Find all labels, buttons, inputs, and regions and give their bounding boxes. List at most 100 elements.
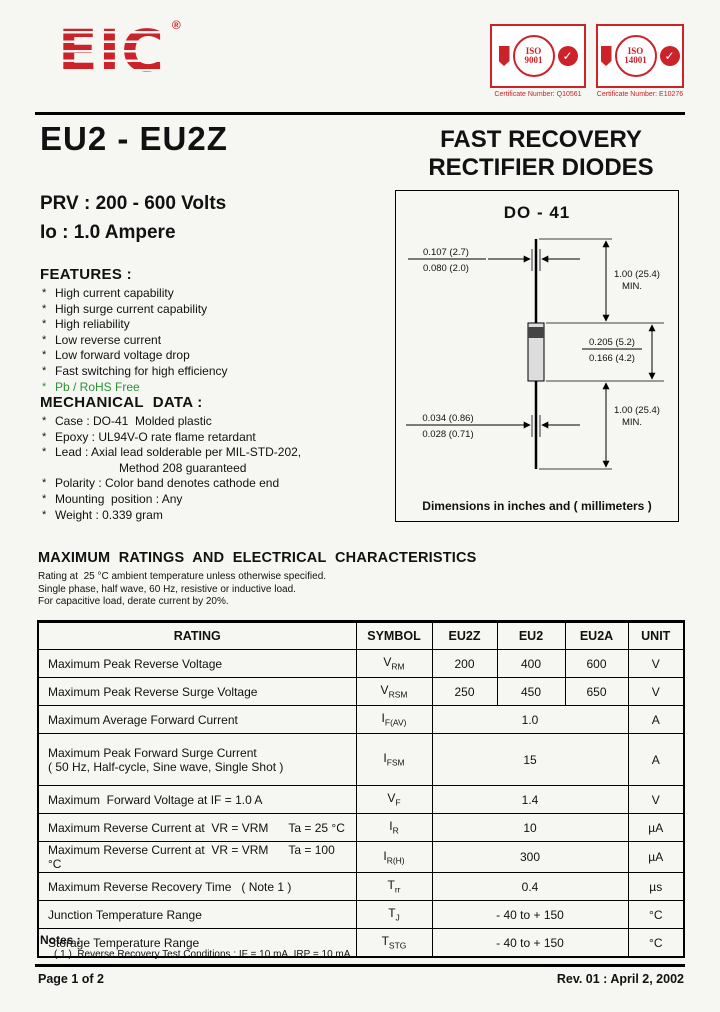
lead-diameter-min-label: 0.028 (0.71) <box>422 429 473 440</box>
product-title-line1: FAST RECOVERY <box>440 126 642 153</box>
unit-cell: V <box>627 677 685 706</box>
iso9001-badge: ISO 9001 ✓ Certificate Number: Q10561 <box>490 24 586 98</box>
symbol-sub: FSM <box>386 757 405 768</box>
prv-spec: PRV : 200 - 600 Volts <box>40 193 227 214</box>
value-cell: 450 <box>496 677 566 706</box>
value-cell: 10 <box>431 813 629 842</box>
feature-text: High surge current capability <box>55 301 208 316</box>
symbol-sub: STG <box>388 940 407 951</box>
feature-item: * High current capability <box>40 286 390 302</box>
col-header-eu2z: EU2Z <box>431 621 498 650</box>
bullet: * <box>42 477 47 490</box>
value-cell: - 40 to + 150 <box>431 928 629 958</box>
iso14001-badge: ISO 14001 ✓ Certificate Number: E10276 <box>596 24 684 98</box>
symbol-main: V <box>387 791 396 806</box>
rating-cell: Junction Temperature Range <box>37 900 357 929</box>
symbol-cell: TSTG <box>355 928 433 958</box>
unit-cell: µA <box>627 813 685 842</box>
bullet: * <box>42 333 47 346</box>
check-seal-icon: ✓ <box>659 46 680 66</box>
table-header-row: RATING SYMBOL EU2Z EU2 EU2A UNIT <box>37 621 685 650</box>
table-row: Maximum Forward Voltage at IF = 1.0 A VF… <box>37 785 685 814</box>
feature-item: * Low forward voltage drop <box>40 348 390 364</box>
ratings-conditions: Rating at 25 °C ambient temperature unle… <box>38 571 326 609</box>
bottom-lead-length-min-label: MIN. <box>622 417 642 428</box>
package-diagram: 0.107 (2.7) 0.080 (2.0) 1.00 (25.4) MIN.… <box>406 238 664 470</box>
value-cell: 250 <box>431 677 498 706</box>
key-specs: PRV : 200 - 600 Volts Io : 1.0 Ampere <box>40 190 226 247</box>
rating-cell: Maximum Forward Voltage at IF = 1.0 A <box>37 785 357 814</box>
crest-icon <box>600 46 612 66</box>
iso9001-seal: ISO 9001 <box>512 35 555 77</box>
top-lead-length-min-label: MIN. <box>622 281 642 292</box>
symbol-main: V <box>383 655 392 670</box>
col-header-unit: UNIT <box>627 621 685 650</box>
value-cell: - 40 to + 150 <box>431 900 629 929</box>
certificate-number: Certificate Number: E10276 <box>596 91 684 98</box>
rating-line1: Maximum Peak Forward Surge Current <box>48 745 257 760</box>
symbol-main: T <box>381 934 389 949</box>
mech-text: Mounting position : Any <box>55 491 183 506</box>
body-length-max-label: 0.205 (5.2) <box>589 337 635 348</box>
symbol-cell: IF(AV) <box>355 705 433 734</box>
feature-text: High current capability <box>55 286 174 300</box>
unit-cell: V <box>627 785 685 814</box>
symbol-main: I <box>383 751 387 766</box>
symbol-sub: J <box>395 912 400 923</box>
value-cell: 300 <box>431 841 629 873</box>
bullet: * <box>42 415 47 427</box>
certificate-number: Certificate Number: Q10561 <box>494 91 582 98</box>
iso-number: 9001 <box>524 55 543 65</box>
revision-date: Rev. 01 : April 2, 2002 <box>556 972 684 986</box>
col-header-eu2a: EU2A <box>564 621 629 650</box>
mech-text: Polarity : Color band denotes cathode en… <box>55 476 280 491</box>
table-row: Maximum Peak Forward Surge Current ( 50 … <box>37 733 685 786</box>
symbol-sub: R <box>392 825 399 836</box>
dimensions-caption: Dimensions in inches and ( millimeters ) <box>422 499 652 513</box>
symbol-sub: F <box>395 797 401 808</box>
product-title-line2: RECTIFIER DIODES <box>428 154 654 182</box>
unit-cell: °C <box>627 900 685 929</box>
rating-cell: Maximum Reverse Recovery Time ( Note 1 ) <box>37 872 357 901</box>
page-number: Page 1 of 2 <box>38 972 104 986</box>
symbol-cell: IR <box>355 813 433 842</box>
rating-cell: Storage Temperature Range <box>37 928 357 958</box>
table-row: Maximum Reverse Current at VR = VRM Ta =… <box>37 841 685 873</box>
symbol-cell: IR(H) <box>355 841 433 873</box>
value-cell: 1.4 <box>431 785 629 814</box>
rating-line2: ( 50 Hz, Half-cycle, Sine wave, Single S… <box>48 759 284 774</box>
feature-text: Low forward voltage drop <box>55 348 190 363</box>
body-diameter-max-label: 0.107 (2.7) <box>423 247 469 258</box>
col-header-symbol: SYMBOL <box>355 621 433 650</box>
value-cell: 200 <box>431 649 498 678</box>
feature-text: Pb / RoHS Free <box>55 379 140 394</box>
rating-cell: Maximum Peak Forward Surge Current ( 50 … <box>37 733 357 786</box>
bullet: * <box>42 364 47 377</box>
value-cell: 1.0 <box>431 705 629 734</box>
check-seal-icon: ✓ <box>557 46 578 66</box>
rating-cell: Maximum Reverse Current at VR = VRM Ta =… <box>37 813 357 842</box>
iso14001-seal: ISO 14001 <box>614 35 657 77</box>
symbol-sub: rr <box>394 884 401 895</box>
symbol-main: I <box>381 711 385 726</box>
symbol-cell: VRM <box>355 649 433 678</box>
eic-logo-text: EIC <box>55 17 168 85</box>
mech-item: *Case : DO-41 Molded plastic <box>40 414 392 430</box>
bullet: * <box>42 318 47 331</box>
notes-section: Notes : ( 1 ) Reverse Recovery Test Cond… <box>40 933 353 960</box>
registered-trademark-icon: ® <box>171 18 181 32</box>
bullet: * <box>42 446 47 459</box>
iso-label: ISO <box>627 45 644 56</box>
value-cell: 600 <box>564 649 629 678</box>
check-icon: ✓ <box>664 49 675 63</box>
symbol-cell: TJ <box>355 900 433 929</box>
header-divider <box>35 112 685 115</box>
unit-cell: A <box>627 705 685 734</box>
bullet: * <box>42 287 47 299</box>
bullet: * <box>42 302 47 315</box>
symbol-cell: VRSM <box>355 677 433 706</box>
note-1: ( 1 ) Reverse Recovery Test Conditions :… <box>54 949 354 960</box>
bullet: * <box>42 349 47 362</box>
ratings-condition-2: Single phase, half wave, 60 Hz, resistiv… <box>38 583 296 595</box>
feature-item-rohs: *Pb / RoHS Free <box>40 380 390 396</box>
